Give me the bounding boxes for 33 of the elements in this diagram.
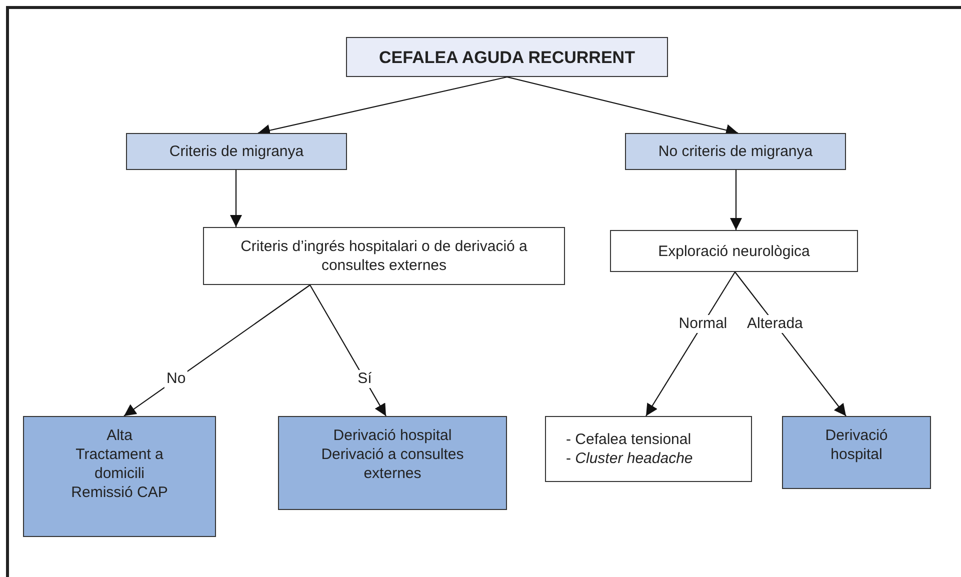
node-text: Tractament a domicili [74, 445, 164, 483]
edge-label: Normal [676, 314, 730, 333]
outcome-box [278, 416, 507, 510]
node-text: Criteris de migranya [169, 142, 304, 161]
edge-label: Alterada [745, 314, 805, 333]
title-box [346, 37, 668, 77]
process-box [625, 133, 846, 170]
node-text: Remissió CAP [71, 483, 168, 502]
edge-label: No [164, 370, 188, 388]
node-text: - Cluster headache [566, 449, 693, 468]
edge-label: Sí [356, 370, 374, 388]
process-box [203, 227, 565, 285]
node-text: Exploració neurològica [658, 242, 810, 260]
arrow [230, 170, 242, 227]
node-text: CEFALEA AGUDA RECURRENT [379, 48, 635, 66]
arrow [734, 272, 846, 416]
arrow [506, 76, 738, 136]
node-text: No criteris de migranya [658, 142, 813, 161]
node-text: - Cefalea tensional [566, 430, 692, 449]
process-box [610, 230, 858, 272]
node-text: Derivació hospital [824, 426, 889, 464]
arrow [124, 284, 310, 416]
process-box [126, 133, 347, 170]
outcome-box [782, 416, 931, 489]
outcome-box [23, 416, 216, 537]
node-text: Criteris d’ingrés hospitalari o de derivació a consultes externes [240, 237, 528, 275]
node-text: Derivació hospital [333, 426, 452, 445]
node-text: Alta [106, 426, 132, 445]
arrow [646, 272, 736, 416]
arrow [730, 170, 742, 230]
node-text: Derivació a consultes externes [320, 445, 465, 483]
arrow [310, 284, 386, 416]
process-box [545, 416, 752, 482]
